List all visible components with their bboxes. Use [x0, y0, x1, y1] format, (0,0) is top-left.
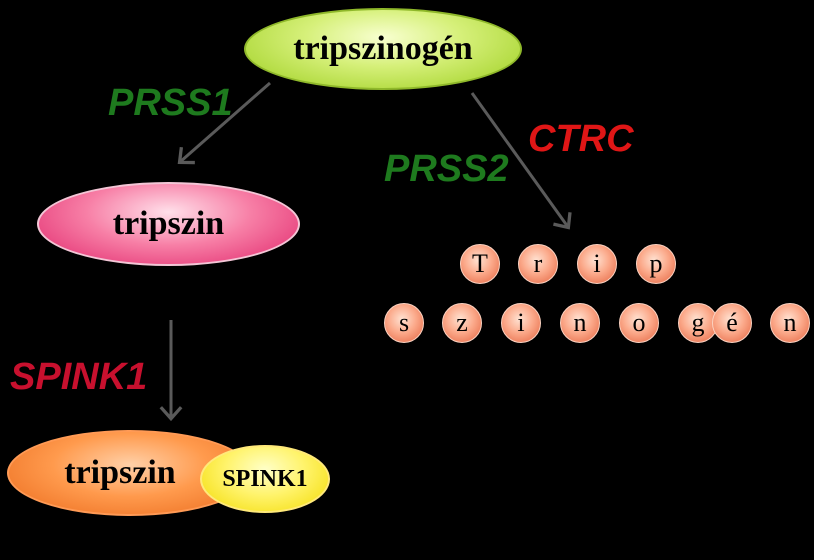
- prss1-label: PRSS1: [108, 82, 233, 124]
- spink1-node: SPINK1: [200, 445, 330, 513]
- fragment-ball: r: [518, 244, 558, 284]
- fragment-ball: s: [384, 303, 424, 343]
- fragment-ball: z: [442, 303, 482, 343]
- fragment-ball: i: [501, 303, 541, 343]
- trypsinogen-node: tripszinogén: [244, 8, 522, 90]
- trypsinogen-label: tripszinogén: [293, 30, 473, 67]
- trypsin-label: tripszin: [112, 205, 225, 242]
- trypsin-node: tripszin: [37, 182, 300, 266]
- spink1-label: SPINK1: [10, 356, 148, 398]
- fragment-ball: i: [577, 244, 617, 284]
- arrow-trypsinogen-to-trypsin: [177, 81, 271, 165]
- fragment-ball: n: [560, 303, 600, 343]
- arrow-trypsinogen-to-fragments: [470, 92, 572, 230]
- fragment-ball: T: [460, 244, 500, 284]
- fragment-ball: é: [712, 303, 752, 343]
- trypsin-complex-label: tripszin: [64, 454, 176, 491]
- prss2-label: PRSS2: [384, 148, 509, 190]
- spink1-node-label: SPINK1: [222, 465, 308, 492]
- fragment-ball: p: [636, 244, 676, 284]
- fragment-ball: o: [619, 303, 659, 343]
- fragment-ball: n: [770, 303, 810, 343]
- ctrc-label: CTRC: [528, 118, 634, 160]
